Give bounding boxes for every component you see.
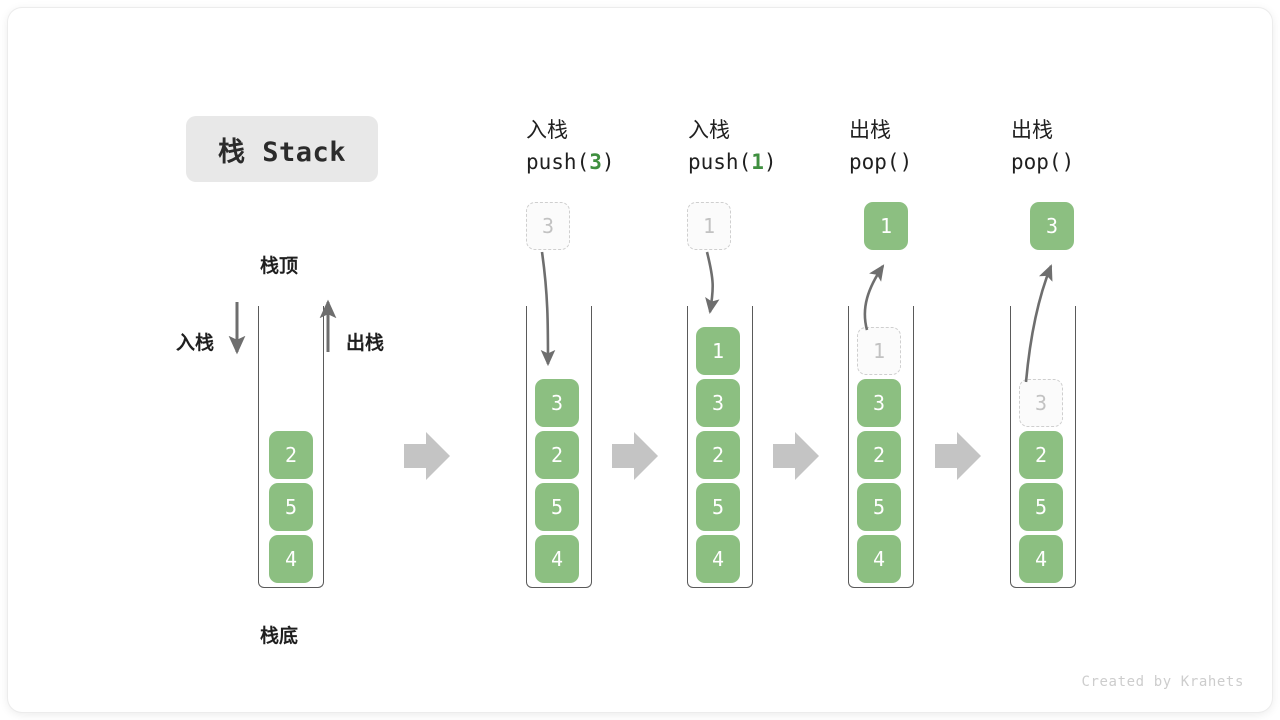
stack-cell: 2 [269,431,313,479]
stack-cell: 5 [857,483,901,531]
step-code-label: push(1) [688,150,777,174]
diagram-canvas: 栈 Stack 栈顶 栈底 入栈 出栈 2 5 4 入栈 push(3) 3 3… [8,8,1272,712]
stack-cell: 5 [535,483,579,531]
stack-cell: 4 [857,535,901,583]
stack-top-label: 栈顶 [260,255,299,277]
stack-cell: 4 [269,535,313,583]
flow-arrow-4 [935,432,981,480]
step-code-label: pop() [849,150,913,174]
stack-cell: 5 [696,483,740,531]
floating-cell-popped: 3 [1030,202,1074,250]
step-action-label: 出栈 [1011,118,1053,142]
step-header-push-1: 入栈 push(1) [688,114,777,178]
stack-cell: 2 [1019,431,1063,479]
stack-cell: 2 [696,431,740,479]
diagram-overlay [228,251,1053,480]
stack-cell-ghost: 1 [857,327,901,375]
stack-tube [258,306,324,588]
stack-cell: 4 [1019,535,1063,583]
step-code-label: pop() [1011,150,1075,174]
step-action-label: 出栈 [849,118,891,142]
step-code-label: push(3) [526,150,615,174]
floating-cell-ghost: 1 [687,202,731,250]
floating-cell-ghost: 3 [526,202,570,250]
stack-cell: 2 [857,431,901,479]
stack-cell: 1 [696,327,740,375]
push-arrow-1 [705,251,720,315]
stack-cell: 2 [535,431,579,479]
stack-tube [526,306,592,588]
stack-tube [848,306,914,588]
stack-cell: 5 [269,483,313,531]
step-action-label: 入栈 [526,118,568,142]
stack-cell: 3 [696,379,740,427]
pop-side-label: 出栈 [346,332,385,354]
floating-cell-popped: 1 [864,202,908,250]
stack-bottom-label: 栈底 [260,625,299,647]
stack-cell: 4 [535,535,579,583]
flow-arrow-3 [773,432,819,480]
diagram-title-chip: 栈 Stack [186,116,378,182]
flow-arrow-2 [612,432,658,480]
step-action-label: 入栈 [688,118,730,142]
flow-arrow-1 [404,432,450,480]
stack-cell: 3 [535,379,579,427]
step-header-pop-3: 出栈 pop() [1011,114,1074,178]
stack-tube [1010,306,1076,588]
step-header-pop-1: 出栈 pop() [849,114,912,178]
watermark-credit: Created by Krahets [1081,674,1244,690]
push-side-label: 入栈 [176,332,215,354]
step-header-push-3: 入栈 push(3) [526,114,615,178]
stack-tube [687,306,753,588]
stack-cell: 3 [857,379,901,427]
page-title: 栈 Stack [217,136,347,168]
stack-cell-ghost: 3 [1019,379,1063,427]
stack-cell: 4 [696,535,740,583]
stack-cell: 5 [1019,483,1063,531]
